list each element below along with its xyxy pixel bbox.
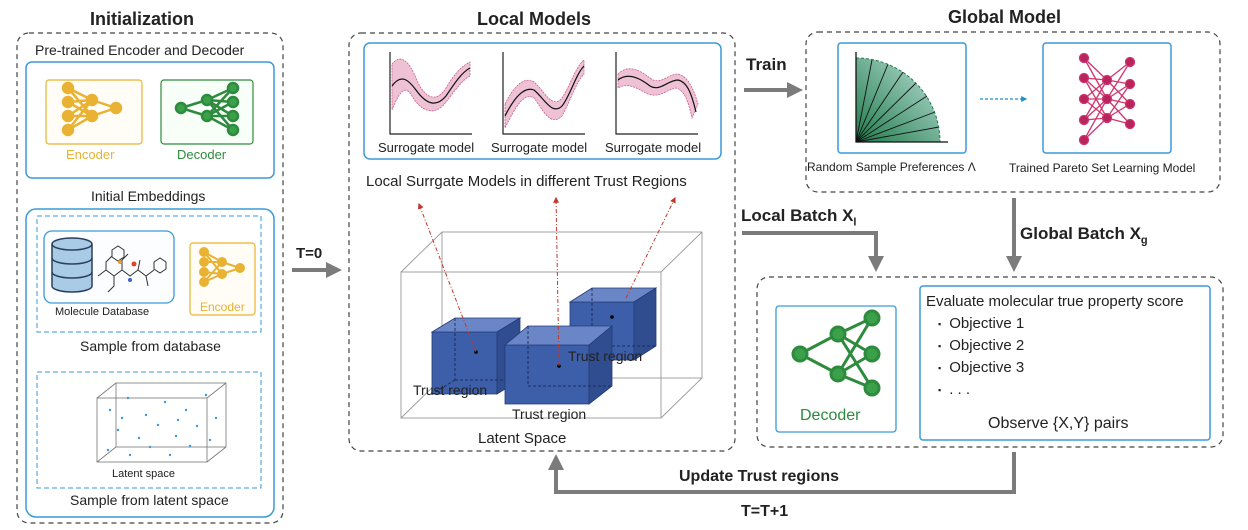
global-model-panel [805, 31, 1221, 193]
trust-region-label-1: Trust region [413, 382, 488, 398]
update-loop-arrow [548, 452, 1016, 494]
objective-2-text: Objective 2 [949, 337, 1025, 354]
eval-decoder-box [775, 305, 897, 433]
objective-2: ▪ Objective 2 [938, 338, 1024, 353]
local-batch-label: Local Batch Xl [741, 207, 856, 228]
objective-2-bullet: ▪ [938, 340, 942, 351]
objective-more-text: . . . [949, 381, 971, 398]
database-icon [51, 237, 93, 293]
surrogate-caption: Local Surrgate Models in different Trust… [366, 173, 687, 190]
update-trust-regions-label: Update Trust regions [679, 468, 840, 485]
surrogate-plot-1 [389, 52, 472, 135]
local-batch-arrow [742, 231, 884, 272]
evaluation-panel [756, 276, 1224, 448]
observe-caption: Observe {X,Y} pairs [988, 415, 1129, 432]
local-models-panel [348, 32, 736, 452]
sample-latent-caption: Sample from latent space [70, 492, 229, 508]
sample-db-dashed-box [36, 215, 262, 333]
pretrained-title: Pre-trained Encoder and Decoder [35, 42, 245, 58]
global-batch-label: Global Batch Xg [1020, 225, 1148, 246]
pretrained-box [25, 61, 275, 179]
trust-region-label-2: Trust region [512, 406, 587, 422]
latent-space-box [400, 231, 703, 419]
local-batch-text: Local Batch X [741, 206, 854, 225]
objective-more: ▪ . . . [938, 382, 970, 397]
random-sample-caption: Random Sample Preferences Λ [807, 160, 976, 174]
global-batch-text: Global Batch X [1020, 224, 1141, 243]
local-batch-subscript: l [853, 216, 857, 229]
molecule-db-label: Molecule Database [55, 306, 150, 318]
latent-space-caption: Latent Space [478, 430, 567, 447]
initial-embeddings-box [25, 208, 275, 518]
encoder-label: Encoder [66, 147, 115, 162]
surrogate-label-1: Surrogate model [378, 140, 475, 155]
molecule-structure-icon [97, 245, 167, 293]
objective-1: ▪ Objective 1 [938, 316, 1024, 331]
eval-title: Evaluate molecular true property score [926, 293, 1184, 310]
latent-sample-dots [106, 393, 218, 457]
encoder-network-icon [61, 81, 123, 137]
eval-decoder-label: Decoder [800, 407, 861, 424]
eval-decoder-network-icon [791, 309, 881, 397]
initialization-panel [16, 32, 284, 524]
latent-cube-icon [96, 382, 227, 463]
trust-region-label-3: Trust region [568, 348, 643, 364]
loop-label: T=T+1 [741, 503, 789, 520]
sample-db-caption: Sample from database [80, 338, 221, 354]
objective-more-bullet: ▪ [938, 384, 942, 395]
objective-3: ▪ Objective 3 [938, 360, 1024, 375]
global-model-title: Global Model [948, 7, 1062, 27]
small-encoder-label: Encoder [200, 300, 245, 314]
surrogate-plot-3 [615, 52, 699, 135]
initialization-title: Initialization [90, 9, 195, 29]
objective-3-text: Objective 3 [949, 359, 1025, 376]
decoder-label: Decoder [177, 147, 227, 162]
surrogate-label-2: Surrogate model [491, 140, 588, 155]
eval-score-box [919, 285, 1211, 441]
surrogate-label-3: Surrogate model [605, 140, 702, 155]
preference-fan-icon [855, 52, 948, 143]
surrogate-plot-2 [502, 52, 585, 135]
psl-network-icon [1078, 52, 1136, 146]
sample-latent-dashed-box [36, 371, 262, 489]
small-encoder-network-icon [199, 247, 245, 287]
train-label: Train [746, 55, 787, 74]
trust-to-surrogate-arrows [417, 196, 676, 367]
objective-3-bullet: ▪ [938, 362, 942, 373]
trust-region-cube-2 [503, 325, 614, 405]
psl-model-box [1042, 42, 1172, 154]
t0-label: T=0 [296, 245, 323, 262]
local-models-title: Local Models [477, 9, 592, 29]
latent-space-small-label: Latent space [112, 468, 175, 480]
trained-psl-caption: Trained Pareto Set Learning Model [1009, 161, 1196, 175]
global-batch-subscript: g [1140, 234, 1148, 247]
surrogate-box [363, 42, 722, 160]
preference-box [837, 42, 967, 154]
initial-embeddings-title: Initial Embeddings [91, 188, 206, 204]
objective-1-bullet: ▪ [938, 318, 942, 329]
objective-1-text: Objective 1 [949, 315, 1025, 332]
decoder-network-icon [174, 81, 240, 137]
